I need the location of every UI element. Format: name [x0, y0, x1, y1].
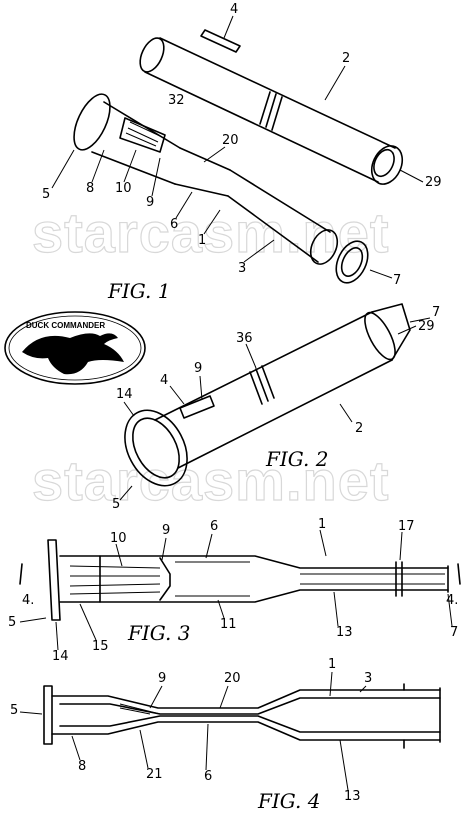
fig4-reference-numerals: 1 20 3 9 5 8 21 6 13 FIG. 4 — [10, 657, 372, 813]
ref-5: 5 — [8, 615, 16, 630]
ref-6: 6 — [204, 769, 212, 784]
fig3-label: FIG. 3 — [127, 621, 190, 645]
fig2-drawing — [124, 303, 411, 487]
ref-6: 6 — [170, 217, 178, 232]
ref-4-left: 4. — [22, 593, 34, 608]
ref-9: 9 — [146, 195, 154, 210]
fig4-drawing — [43, 683, 441, 749]
fig3-reference-numerals: 1 17 10 9 6 4. 4. 5 11 13 7 14 15 FIG. 3 — [8, 517, 458, 664]
ref-6: 6 — [210, 519, 218, 534]
ref-13: 13 — [344, 789, 361, 804]
ref-8: 8 — [86, 181, 94, 196]
fig1-drawing — [73, 29, 404, 284]
ref-29: 29 — [425, 175, 442, 190]
ref-3: 3 — [238, 261, 246, 276]
ref-9: 9 — [162, 523, 170, 538]
ref-11: 11 — [220, 617, 237, 632]
ref-7: 7 — [450, 625, 458, 640]
ref-15: 15 — [92, 639, 109, 654]
ref-7: 7 — [432, 305, 440, 320]
ref-36: 36 — [236, 331, 253, 346]
ref-8: 8 — [78, 759, 86, 774]
fig1-label: FIG. 1 — [107, 279, 170, 303]
ref-3: 3 — [364, 671, 372, 686]
ref-32: 32 — [168, 93, 185, 108]
ref-29: 29 — [418, 319, 435, 334]
ref-5: 5 — [10, 703, 18, 718]
ref-5: 5 — [42, 187, 50, 202]
ref-1: 1 — [328, 657, 336, 672]
ref-14: 14 — [116, 387, 133, 402]
ref-10: 10 — [110, 531, 127, 546]
ref-4: 4 — [230, 2, 238, 17]
ref-2: 2 — [342, 51, 350, 66]
fig1-reference-numerals: 4 2 32 20 29 5 8 10 9 6 1 3 7 FIG. 1 — [42, 2, 442, 303]
duck-commander-logo: DUCK COMMANDER — [4, 311, 146, 385]
ref-14: 14 — [52, 649, 69, 664]
ref-17: 17 — [398, 519, 415, 534]
ref-2: 2 — [355, 421, 363, 436]
ref-9: 9 — [158, 671, 166, 686]
fig2-label: FIG. 2 — [265, 447, 328, 471]
watermark-bottom: starcasm.net — [32, 449, 390, 512]
ref-1: 1 — [318, 517, 326, 532]
logo-text: DUCK COMMANDER — [26, 321, 105, 330]
fig3-drawing — [19, 539, 461, 621]
ref-20: 20 — [222, 133, 239, 148]
ref-9: 9 — [194, 361, 202, 376]
ref-7: 7 — [393, 273, 401, 288]
fig2-reference-numerals: 7 29 36 9 4 14 2 5 FIG. 2 — [112, 305, 440, 512]
fig4-label: FIG. 4 — [257, 789, 320, 813]
watermark-top: starcasm.net — [32, 201, 390, 264]
ref-4: 4 — [160, 373, 168, 388]
ref-5: 5 — [112, 497, 120, 512]
ref-1: 1 — [198, 233, 206, 248]
ref-13: 13 — [336, 625, 353, 640]
ref-10: 10 — [115, 181, 132, 196]
ref-21: 21 — [146, 767, 163, 782]
ref-20: 20 — [224, 671, 241, 686]
